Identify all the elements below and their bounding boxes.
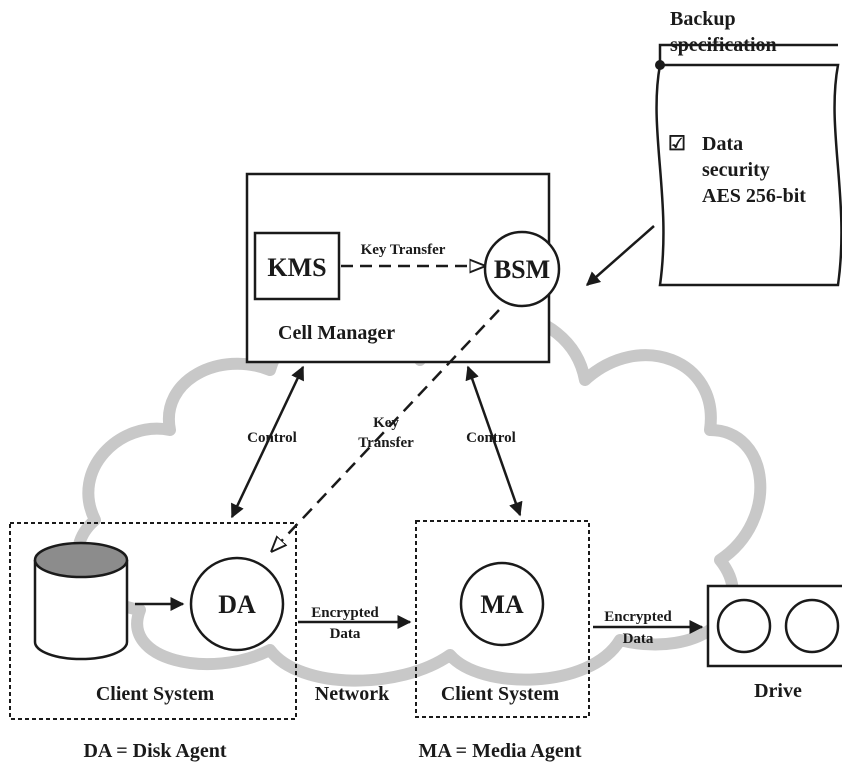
backup-spec-title-line2: specification xyxy=(670,34,777,56)
client-system-right-label: Client System xyxy=(441,683,560,705)
kms-box xyxy=(253,231,341,301)
client-system-left-label: Client System xyxy=(96,683,215,705)
disk-icon xyxy=(33,541,129,661)
drive-label: Drive xyxy=(754,680,802,702)
da-circle xyxy=(189,556,285,652)
control-right-label: Control xyxy=(466,430,516,446)
bsm-label: BSM xyxy=(494,255,550,284)
cell-manager-label: Cell Manager xyxy=(278,322,395,344)
ma-label: MA xyxy=(480,590,524,619)
legend-ma: MA = Media Agent xyxy=(418,740,581,762)
backup-spec-title-line1: Backup xyxy=(670,8,736,30)
backup-spec-line1: Data xyxy=(702,133,743,155)
encrypted-data-1-line2: Data xyxy=(330,626,361,642)
legend-da: DA = Disk Agent xyxy=(83,740,226,762)
control-left-arrow xyxy=(230,365,305,519)
bsm-da-key-transfer-arrow xyxy=(272,309,500,551)
checkbox-icon: ☑ xyxy=(668,133,686,155)
bsm-da-key-transfer-label-line2: Transfer xyxy=(358,435,414,451)
bsm-da-key-transfer-label-line1: Key xyxy=(373,415,399,431)
backup-specification-scroll xyxy=(655,43,842,287)
encrypted-data-1-line1: Encrypted xyxy=(311,605,379,621)
network-label: Network xyxy=(315,683,390,705)
da-label: DA xyxy=(218,590,256,619)
backup-spec-line2: security xyxy=(702,159,770,181)
kms-label: KMS xyxy=(267,253,326,282)
control-left-label: Control xyxy=(247,430,297,446)
drive-icon xyxy=(706,584,842,668)
kms-bsm-key-transfer-label: Key Transfer xyxy=(361,242,446,258)
spec-to-bsm-arrow xyxy=(585,225,655,286)
ma-circle xyxy=(459,561,545,647)
client-system-left-box xyxy=(9,522,297,720)
network-cloud xyxy=(71,307,767,687)
backup-spec-line3: AES 256-bit xyxy=(702,185,806,207)
client-system-right-box xyxy=(415,520,590,718)
encrypted-data-2-line1: Encrypted xyxy=(604,609,672,625)
control-right-arrow xyxy=(465,365,523,517)
encrypted-data-2-line2: Data xyxy=(623,631,654,647)
